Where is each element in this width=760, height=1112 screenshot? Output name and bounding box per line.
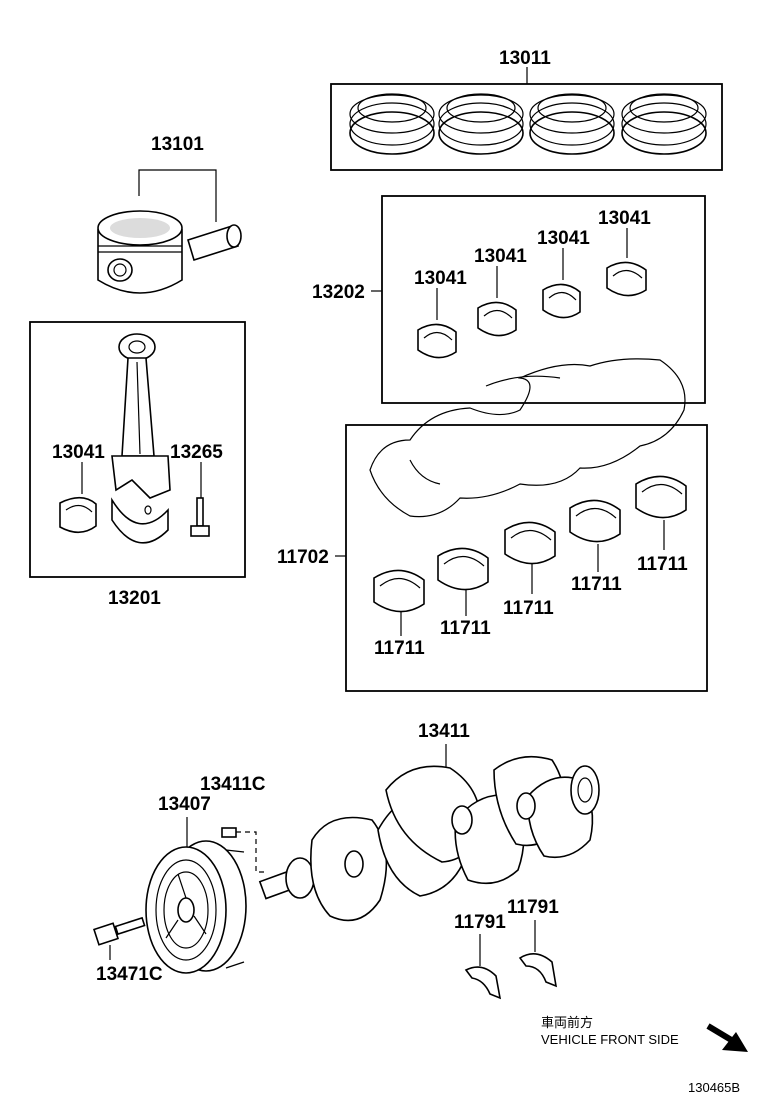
main-bearing-set-group: 11702 11711 11711 11711 11711 1171 — [277, 424, 708, 692]
piston-ring-set-4 — [621, 93, 707, 155]
main-bearing-shell-2-icon — [437, 547, 489, 591]
label-thrust-washer-1: 11791 — [454, 912, 506, 933]
label-main-bearing-1: 11711 — [374, 638, 425, 659]
conrod-bearing-set-box — [381, 195, 706, 404]
main-bearing-shell-1-icon — [373, 569, 425, 613]
pulley-bolt-icon — [93, 916, 146, 946]
label-pulley: 13407 — [158, 794, 211, 815]
piston-rings-group: 13011 — [330, 48, 723, 171]
figure-number: 130465B — [688, 1080, 740, 1095]
bearing-shell-b-icon — [477, 301, 517, 337]
label-bearing-c: 13041 — [537, 228, 590, 249]
label-main-bearing-4: 11711 — [571, 574, 622, 595]
pulley-group: 13407 — [145, 794, 247, 974]
label-piston-rings: 13011 — [499, 48, 551, 69]
conrod-bearing-icon — [59, 496, 97, 534]
label-conrod-bearing: 13041 — [52, 442, 105, 463]
label-bearing-a: 13041 — [414, 268, 467, 289]
conrod-group: 13041 13265 13201 — [29, 321, 246, 609]
label-conrod-assy: 13201 — [108, 588, 161, 609]
thrust-washer-1-icon — [464, 966, 502, 1000]
label-main-bearing-set: 11702 — [277, 547, 329, 568]
direction-japanese: 車両前方 — [541, 1015, 593, 1030]
label-conrod-bolt: 13265 — [170, 442, 223, 463]
crankshaft-group: 13411 — [258, 721, 600, 922]
bearing-shell-d-icon — [606, 261, 647, 297]
piston-ring-set-3 — [529, 93, 615, 155]
label-pulley-bolt: 13471C — [96, 964, 163, 985]
pulley-bolt-group: 13471C — [93, 916, 163, 985]
piston-group: 13101 — [97, 134, 242, 294]
main-bearing-shell-4-icon — [569, 499, 621, 543]
direction-english: VEHICLE FRONT SIDE — [541, 1032, 679, 1047]
main-bearing-shell-3-icon — [504, 521, 556, 565]
main-bearing-shell-5-icon — [635, 475, 687, 519]
bearing-shell-c-icon — [542, 283, 581, 319]
piston-ring-set-1 — [349, 93, 435, 155]
conrod-box — [29, 321, 246, 578]
conrod-bearing-set-group: 13202 13041 13041 13041 13041 — [312, 195, 706, 404]
crankshaft-pulley-icon — [145, 840, 247, 974]
thrust-washer-group: 11791 11791 — [454, 897, 559, 1000]
front-arrow-icon — [706, 1023, 748, 1052]
piston-pin-icon — [187, 224, 242, 262]
label-crank-key: 13411C — [200, 774, 266, 795]
main-bearing-set-box — [345, 424, 708, 692]
thrust-washer-2-icon — [518, 953, 558, 988]
piston-ring-set-2 — [438, 93, 524, 155]
label-main-bearing-2: 11711 — [440, 618, 491, 639]
label-conrod-bearing-set: 13202 — [312, 282, 365, 303]
crankshaft-ghost-outline — [369, 358, 686, 518]
crankshaft-icon — [258, 755, 600, 922]
conrod-cap-icon — [111, 497, 169, 544]
label-crankshaft: 13411 — [418, 721, 470, 742]
label-bearing-d: 13041 — [598, 208, 651, 229]
piston-icon — [97, 210, 183, 294]
bearing-shell-a-icon — [417, 323, 457, 359]
label-thrust-washer-2: 11791 — [507, 897, 559, 918]
vehicle-front-indicator: 車両前方 VEHICLE FRONT SIDE — [541, 1015, 748, 1052]
crank-key-icon — [221, 827, 237, 838]
label-main-bearing-3: 11711 — [503, 598, 554, 619]
conrod-icon — [111, 333, 171, 499]
conrod-bolt-icon — [190, 497, 210, 537]
label-bearing-b: 13041 — [474, 246, 527, 267]
label-main-bearing-5: 11711 — [637, 554, 688, 575]
crank-key-group: 13411C — [200, 774, 266, 873]
label-piston-pin: 13101 — [151, 134, 204, 155]
